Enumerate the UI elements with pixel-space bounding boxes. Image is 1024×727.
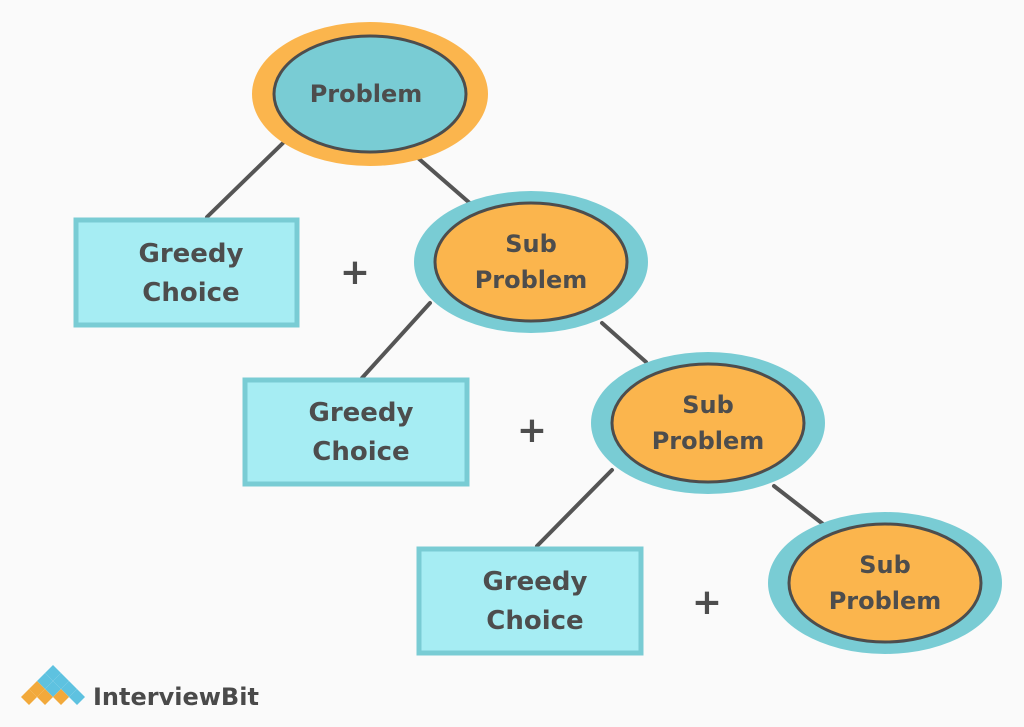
greedy-choice-label-2b: Choice (312, 437, 409, 467)
sub-problem-label-2a: Sub (682, 391, 734, 419)
sub-problem-node-1: Sub Problem (414, 191, 648, 333)
greedy-choice-label-1a: Greedy (139, 239, 244, 269)
interviewbit-logo: InterviewBit (21, 665, 259, 711)
plus-sign-1: + (340, 252, 370, 293)
sub-problem-label-2b: Problem (652, 427, 765, 455)
edge-root-sub-1 (416, 156, 474, 207)
logo-wordmark: InterviewBit (93, 683, 259, 711)
logo-mark-icon (21, 665, 85, 705)
sub-problem-label-3a: Sub (859, 551, 911, 579)
greedy-choice-label-3a: Greedy (483, 567, 588, 597)
sub-problem-label-1b: Problem (475, 266, 588, 294)
greedy-choice-label-1b: Choice (142, 278, 239, 308)
greedy-choice-box-2: Greedy Choice (242, 377, 470, 487)
root-problem-node: Problem (252, 22, 488, 166)
greedy-choice-label-3b: Choice (486, 606, 583, 636)
sub-problem-node-3: Sub Problem (768, 512, 1002, 654)
root-problem-label: Problem (310, 80, 423, 108)
greedy-choice-label-2a: Greedy (309, 398, 414, 428)
plus-sign-3: + (692, 582, 722, 623)
plus-sign-2: + (517, 410, 547, 451)
greedy-choice-box-3: Greedy Choice (416, 546, 644, 656)
sub-problem-label-1a: Sub (505, 230, 557, 258)
edge-sub-2-greedy-3 (535, 468, 614, 548)
sub-problem-node-2: Sub Problem (591, 352, 825, 494)
edge-sub-2-sub-3 (772, 484, 825, 526)
edge-sub-1-sub-2 (600, 321, 648, 364)
sub-problem-label-3b: Problem (829, 587, 942, 615)
greedy-choice-box-1: Greedy Choice (73, 217, 300, 328)
edge-sub-1-greedy-2 (360, 301, 432, 380)
connectors (205, 141, 825, 548)
edge-root-greedy-1 (205, 141, 285, 219)
